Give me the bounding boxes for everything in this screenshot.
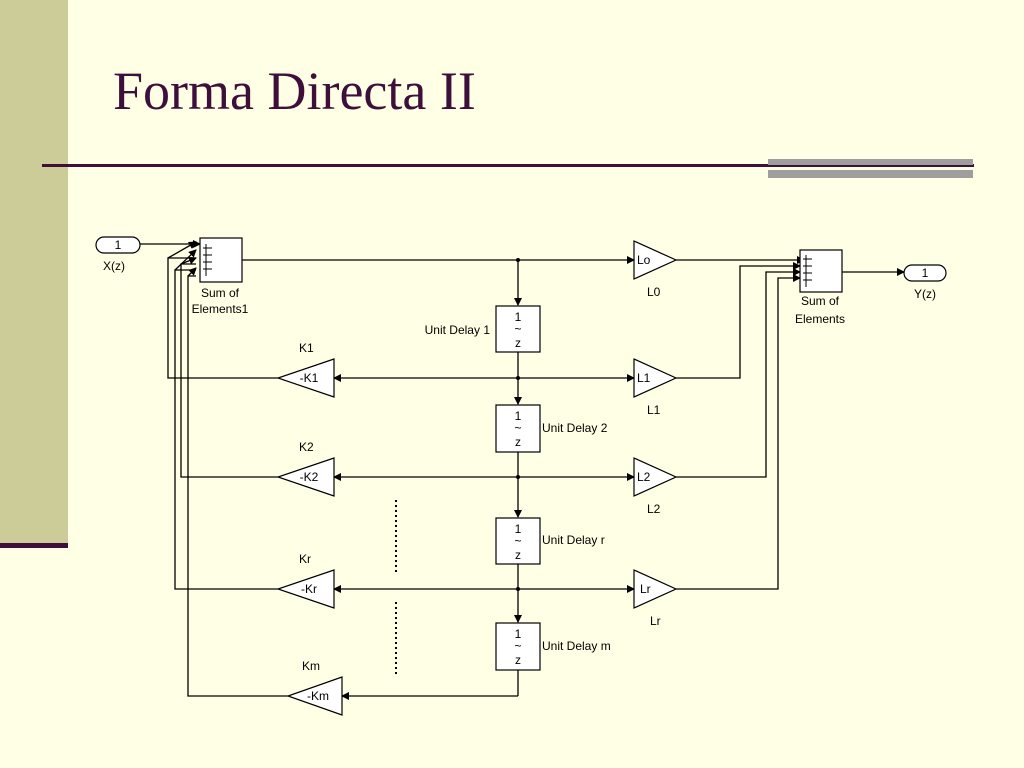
gain-kr-value: -Kr [301, 582, 317, 596]
gain-l0[interactable]: Lo [633, 240, 678, 280]
sum-left-label-2: Elements1 [192, 302, 249, 316]
unit-delay-m[interactable]: 1 ~ z [495, 622, 541, 671]
unit-delay-1-label: Unit Delay 1 [425, 323, 491, 337]
delay-r-den: z [515, 548, 521, 562]
delay-m-den: z [515, 653, 521, 667]
input-port[interactable]: 1 [95, 236, 141, 254]
sum-block-left[interactable] [199, 237, 243, 283]
sum-right-label-1: Sum of [801, 294, 840, 308]
unit-delay-m-label: Unit Delay m [542, 639, 611, 653]
gain-k1[interactable]: -K1 [276, 358, 335, 398]
sum-right-label-2: Elements [795, 312, 845, 326]
gain-lr[interactable]: Lr [633, 569, 678, 609]
delay-m-bar: ~ [514, 639, 521, 653]
slide-title: Forma Directa II [113, 61, 476, 121]
gain-l1[interactable]: L1 [633, 358, 678, 398]
delay-1-bar: ~ [514, 322, 521, 336]
sidebar-edge [0, 543, 68, 548]
gain-lr-value: Lr [640, 582, 651, 596]
gain-l2-value: L2 [637, 470, 651, 484]
delay-m-num: 1 [515, 627, 522, 641]
sum-left-label-1: Sum of [201, 286, 240, 300]
delay-r-bar: ~ [514, 534, 521, 548]
delay-r-num: 1 [515, 522, 522, 536]
unit-delay-r-label: Unit Delay r [542, 533, 605, 547]
input-port-label: X(z) [103, 259, 125, 273]
delay-1-den: z [515, 336, 521, 350]
title-rule-accent [768, 159, 973, 165]
gain-k2[interactable]: -K2 [276, 457, 335, 497]
gain-l0-label: L0 [647, 285, 661, 299]
gain-k2-value: -K2 [300, 470, 319, 484]
gain-km[interactable]: -Km [286, 676, 343, 716]
gain-l2-label: L2 [647, 502, 661, 516]
unit-delay-r[interactable]: 1 ~ z [495, 517, 541, 565]
gain-lr-label: Lr [650, 614, 661, 628]
output-port-number: 1 [922, 266, 929, 280]
delay-2-den: z [515, 435, 521, 449]
gain-km-value: -Km [307, 689, 329, 703]
gain-l1-label: L1 [647, 403, 661, 417]
input-port-number: 1 [115, 238, 122, 252]
gain-k2-label: K2 [299, 440, 314, 454]
gain-k1-label: K1 [299, 341, 314, 355]
output-port[interactable]: 1 [903, 264, 947, 282]
gain-kr[interactable]: -Kr [276, 569, 335, 609]
output-port-label: Y(z) [914, 287, 936, 301]
gain-l0-value: Lo [637, 253, 651, 267]
title-rule [42, 164, 974, 167]
gain-l2[interactable]: L2 [633, 457, 678, 497]
unit-delay-1[interactable]: 1 ~ z [495, 305, 541, 353]
title-rule-accent-lower [768, 170, 973, 178]
junction-dots [516, 258, 520, 591]
unit-delay-2-label: Unit Delay 2 [542, 421, 608, 435]
gain-k1-value: -K1 [300, 371, 319, 385]
sum-block-right[interactable] [799, 249, 843, 293]
gain-kr-label: Kr [299, 552, 311, 566]
delay-2-num: 1 [515, 409, 522, 423]
delay-1-num: 1 [515, 310, 522, 324]
gain-l1-value: L1 [637, 371, 651, 385]
gain-km-label: Km [302, 659, 320, 673]
delay-2-bar: ~ [514, 421, 521, 435]
unit-delay-2[interactable]: 1 ~ z [495, 404, 541, 453]
signal-wires [140, 240, 905, 700]
sidebar-decoration [0, 0, 68, 547]
